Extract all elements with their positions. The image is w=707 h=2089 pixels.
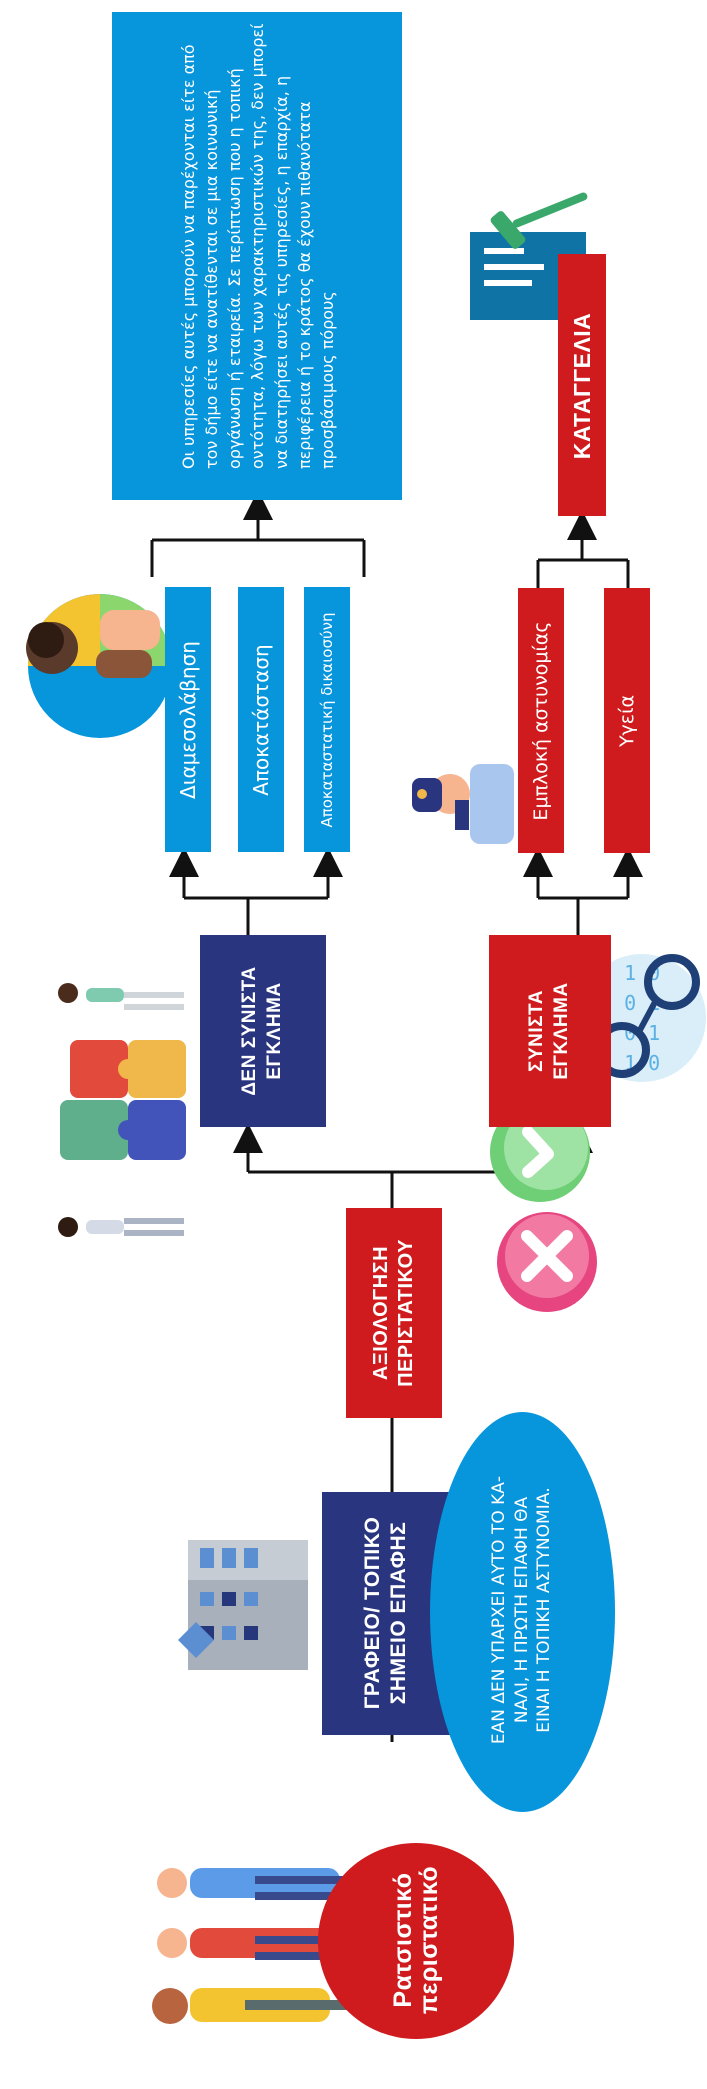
handshake-illustration xyxy=(26,594,172,738)
note-text: ΕΑΝ ΔΕΝ ΥΠΑΡΧΕΙ ΑΥΤΟ ΤΟ ΚΑ-ΝΑΛΙ, Η ΠΡΩΤΗ… xyxy=(488,1475,555,1745)
office-label: ΓΡΑΦΕΙΟ/ ΤΟΠΙΚΟ ΣΗΜΕΙΟ ΕΠΑΦΗΣ xyxy=(360,1516,410,1710)
no-crime-box xyxy=(200,935,326,1127)
option-police-label: Εμπλοκή αστυνομίας xyxy=(530,621,552,821)
assessment-box xyxy=(346,1208,442,1418)
assessment-label: ΑΞΙΟΛΟΓΗΣΗ ΠΕΡΙΣΤΑΤΙΚΟΥ xyxy=(370,1239,417,1387)
people-group-illustration xyxy=(152,1868,355,2024)
info-text: Οι υπηρεσίες αυτές μπορούν να παρέχονται… xyxy=(178,23,337,469)
start-node xyxy=(318,1843,514,2039)
check-cross-illustration xyxy=(490,1102,597,1312)
option-box-restorative-justice xyxy=(304,587,350,852)
note-ellipse xyxy=(430,1412,615,1812)
office-box xyxy=(322,1492,450,1735)
puzzle-team-illustration xyxy=(58,983,186,1237)
option-box-police xyxy=(518,588,564,853)
option-health-label: Υγεία xyxy=(616,694,638,748)
option-box-restoration xyxy=(238,587,284,852)
option-box-health xyxy=(604,588,650,853)
option-mediation-label: Διαμεσολάβηση xyxy=(176,641,200,799)
report-box xyxy=(558,254,606,516)
report-label: ΚΑΤΑΓΓΕΛΙΑ xyxy=(568,312,595,460)
crime-box xyxy=(489,935,611,1127)
police-officer-illustration xyxy=(412,764,514,844)
start-label: Ρατσιστικό περιστατικό xyxy=(388,1865,443,2015)
crime-label: ΣΥΝΙΣΤΑ ΕΓΚΛΗΜΑ xyxy=(526,982,572,1080)
building-illustration xyxy=(178,1540,308,1670)
info-box xyxy=(112,12,402,500)
option-restorative-justice-label: Αποκαταστατική δικαιοσύνη xyxy=(318,612,336,828)
option-restoration-label: Αποκατάσταση xyxy=(249,644,273,796)
option-box-mediation xyxy=(165,587,211,852)
no-crime-label: ΔΕΝ ΣΥΝΙΣΤΑ ΕΓΚΛΗΜΑ xyxy=(239,966,285,1096)
